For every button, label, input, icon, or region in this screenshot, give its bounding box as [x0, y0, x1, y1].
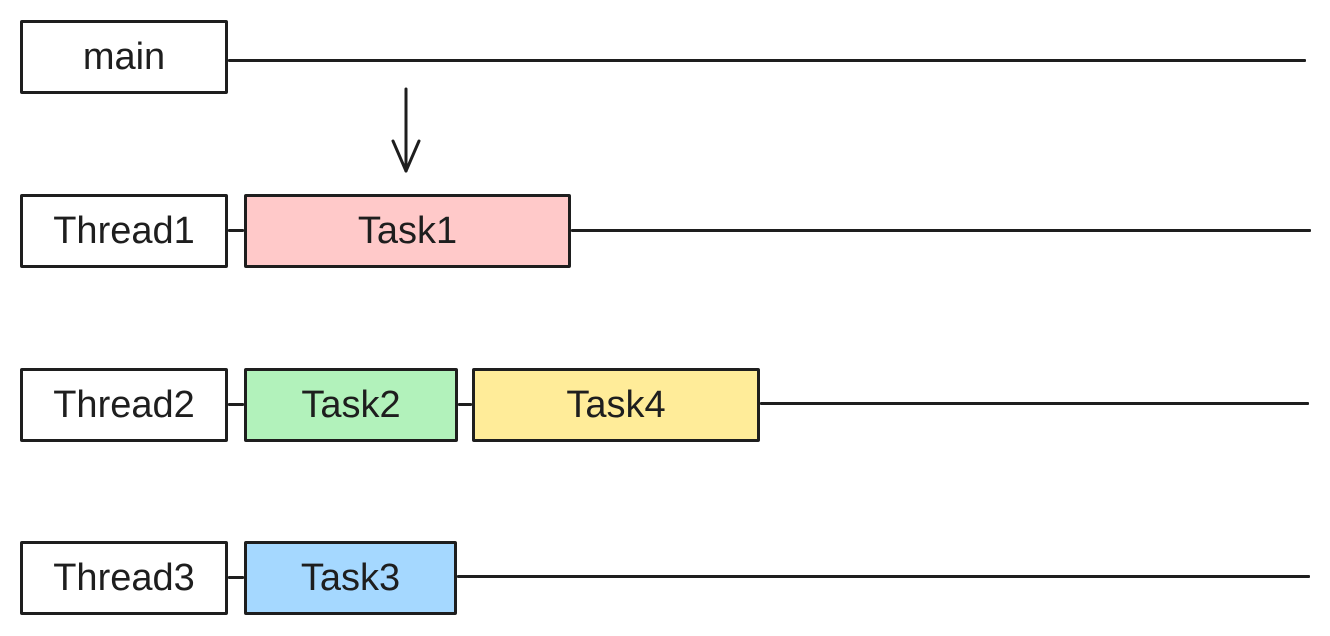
thread-label-text: main	[82, 35, 166, 78]
thread-label-text: Thread1	[53, 209, 195, 252]
main-timeline-line	[228, 59, 1306, 62]
thread-label-thread1: Thread1	[20, 194, 228, 268]
thread3-timeline-line	[457, 575, 1310, 578]
thread1-connector-line	[228, 229, 244, 232]
task-box-task4: Task4	[472, 368, 760, 442]
task-box-task2: Task2	[244, 368, 458, 442]
thread1-timeline-line	[571, 229, 1311, 232]
task-box-task1: Task1	[244, 194, 571, 268]
thread2-connector-line	[228, 403, 244, 406]
thread2-between-tasks-line	[458, 403, 472, 406]
task-label-text: Task2	[301, 383, 401, 426]
thread3-connector-line	[228, 576, 244, 579]
thread-label-text: Thread2	[53, 383, 195, 426]
task-label-text: Task1	[357, 209, 458, 252]
thread-label-text: Thread3	[53, 556, 195, 599]
thread2-timeline-line	[760, 402, 1309, 405]
task-box-task3: Task3	[244, 541, 457, 615]
thread-label-thread3: Thread3	[20, 541, 228, 615]
arrow-down-icon	[391, 87, 421, 173]
thread-label-main: main	[20, 20, 228, 94]
task-label-text: Task3	[300, 556, 401, 599]
task-label-text: Task4	[566, 383, 666, 426]
thread-label-thread2: Thread2	[20, 368, 228, 442]
